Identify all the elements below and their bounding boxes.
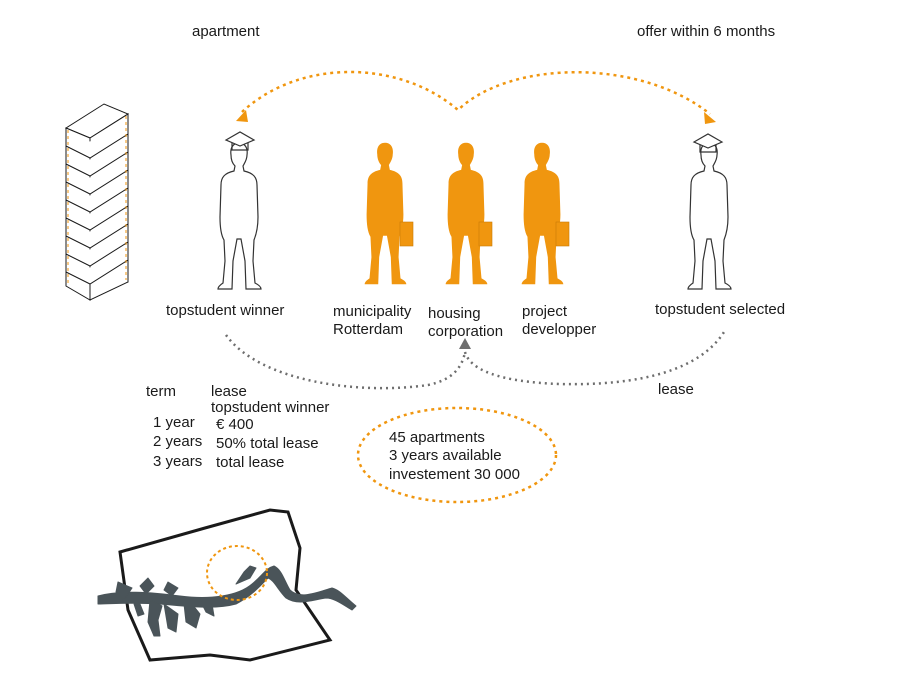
developer-label-1: project [522, 303, 568, 320]
municipality-label-1: municipality [333, 303, 412, 320]
lease-arc-left [224, 334, 467, 390]
offer-label: offer within 6 months [637, 23, 776, 40]
municipality-label-2: Rotterdam [333, 321, 404, 338]
municipality-businessman-icon [364, 142, 414, 285]
arrowhead-up-icon [459, 338, 471, 349]
table-row-term: 1 year [153, 414, 195, 431]
arrowhead-left-icon [236, 110, 248, 122]
student-selected-icon [687, 133, 732, 290]
winner-label: topstudent winner [166, 302, 285, 319]
table-header-lease-2: topstudent winner [211, 399, 330, 416]
table-header-term: term [146, 383, 176, 400]
summary-line-3: investement 30 000 [389, 466, 520, 483]
table-row-lease: € 400 [216, 416, 254, 433]
table-row-lease: total lease [216, 454, 285, 471]
apartment-tower-icon [64, 103, 130, 301]
developer-businessman-icon [521, 142, 570, 285]
summary-line-1: 45 apartments [389, 429, 485, 446]
table-row-term: 3 years [153, 453, 203, 470]
table-row-lease: 50% total lease [216, 435, 319, 452]
selected-label: topstudent selected [655, 301, 786, 318]
arrowhead-right-icon [704, 112, 716, 124]
apartment-label: apartment [192, 23, 260, 40]
student-winner-icon [217, 131, 262, 290]
offer-arc-arrow [241, 70, 711, 115]
housing-label-2: corporation [428, 323, 504, 340]
lease-label: lease [658, 381, 694, 398]
table-header-lease-1: lease [211, 383, 247, 400]
table-row-term: 2 years [153, 433, 203, 450]
summary-line-2: 3 years available [389, 447, 502, 464]
housing-label-1: housing [428, 305, 481, 322]
developer-label-2: developper [522, 321, 597, 338]
rotterdam-map-icon [97, 508, 357, 662]
summary-ellipse [356, 406, 558, 504]
lease-arc-right [463, 331, 726, 386]
housing-businessman-icon [445, 142, 493, 285]
